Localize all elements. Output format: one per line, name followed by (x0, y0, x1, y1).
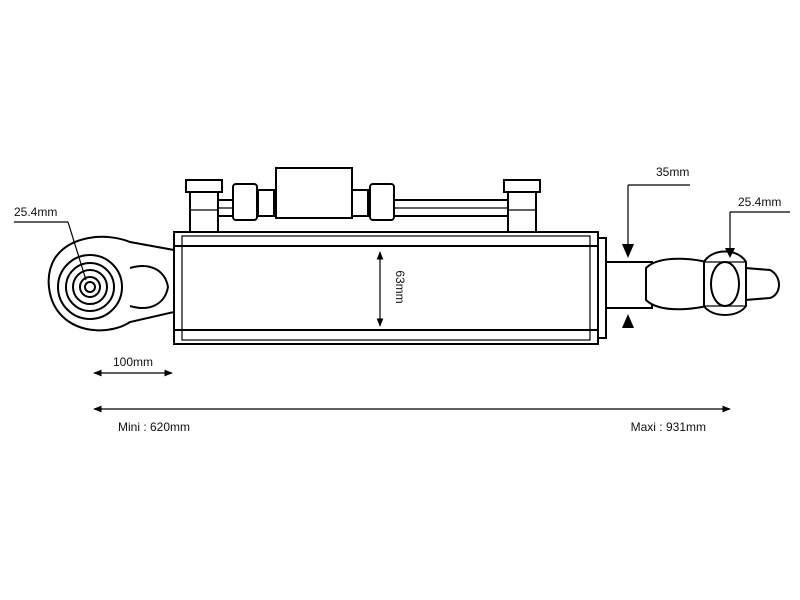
bore-label: 63mm (393, 270, 407, 303)
rod-dimension (622, 184, 690, 328)
eye-length-label: 100mm (113, 355, 153, 369)
left-eye-label: 25.4mm (14, 205, 57, 219)
left-eye-dimension (14, 221, 87, 281)
right-eye (645, 250, 780, 316)
rod-label: 35mm (656, 165, 689, 179)
left-eye (47, 235, 175, 332)
valve-assembly (185, 167, 541, 233)
right-eye-label: 25.4mm (738, 195, 781, 209)
right-eye-dimension (725, 211, 790, 258)
piston-rod (605, 261, 653, 309)
min-length-label: Mini : 620mm (118, 420, 190, 434)
cylinder-barrel (173, 231, 607, 345)
max-length-label: Maxi : 931mm (631, 420, 706, 434)
